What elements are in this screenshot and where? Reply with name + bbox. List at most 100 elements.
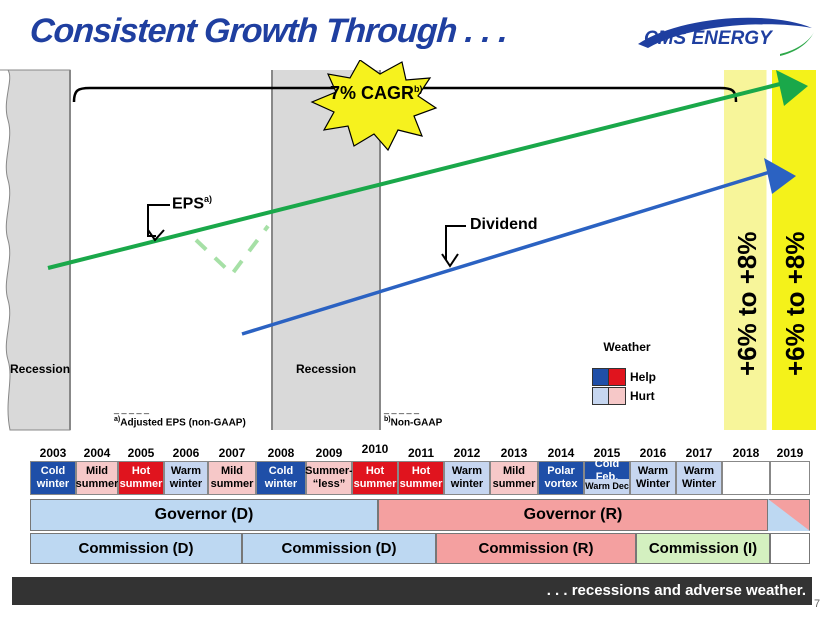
projection-label-2019: +6% to +8% bbox=[780, 231, 810, 376]
recession-band-left bbox=[0, 69, 71, 431]
eps-callout-tip bbox=[147, 229, 165, 242]
legend-help-red-swatch bbox=[608, 368, 626, 386]
year-label: 2012 bbox=[453, 446, 481, 460]
weather-cell-line1: Summer- bbox=[305, 465, 353, 477]
legend-hurt-red-swatch bbox=[608, 387, 626, 405]
weather-cell: Summer-“less” bbox=[305, 461, 353, 495]
cagr-label: 7% CAGRb) bbox=[330, 83, 423, 103]
cagr-starburst bbox=[310, 60, 438, 152]
cms-energy-logo: CMS ENERGY bbox=[630, 14, 816, 60]
year-label: 2013 bbox=[500, 446, 528, 460]
year-label: 2011 bbox=[407, 446, 435, 460]
weather-cell-line2: summer bbox=[492, 478, 536, 490]
dividend-arrow-icon bbox=[764, 158, 796, 194]
growth-diagram bbox=[0, 60, 816, 431]
eps-line bbox=[47, 82, 781, 270]
recession-label-2: Recession bbox=[296, 362, 357, 376]
footnote-b: b)Non-GAAP bbox=[384, 416, 443, 429]
weather-cell-line1: Hot bbox=[365, 465, 385, 477]
year-label: 2018 bbox=[732, 446, 760, 460]
projection-column-2019 bbox=[772, 70, 816, 430]
weather-cell-line1: Warm bbox=[451, 465, 483, 477]
governor-d-bar: Governor (D) bbox=[30, 499, 378, 531]
weather-cell-line1: Mild bbox=[503, 465, 525, 477]
weather-cell-line2: summer bbox=[399, 478, 443, 490]
weather-cell: Cold Feb.Warm Dec bbox=[584, 458, 630, 495]
legend-hurt-label: Hurt bbox=[630, 389, 655, 403]
page-number: 7 bbox=[814, 598, 821, 610]
weather-cell-line1: Warm bbox=[683, 465, 715, 477]
footnote-a: a)Adjusted EPS (non-GAAP) bbox=[114, 416, 246, 429]
weather-cell bbox=[770, 461, 810, 495]
commission-empty-cell bbox=[770, 533, 810, 564]
year-label: 2009 bbox=[315, 446, 343, 460]
year-label: 2010 bbox=[361, 442, 389, 456]
year-label: 2016 bbox=[639, 446, 667, 460]
year-label: 2006 bbox=[172, 446, 200, 460]
weather-cell-line2: summer bbox=[119, 478, 163, 490]
weather-cell-line1: Polar bbox=[547, 465, 575, 477]
eps-arrow-icon bbox=[776, 70, 808, 106]
year-label: 2017 bbox=[685, 446, 713, 460]
governor-transition-icon bbox=[768, 499, 810, 531]
weather-cell-line2: Warm Dec bbox=[585, 479, 629, 494]
weather-cell-line1: Hot bbox=[131, 465, 151, 477]
weather-cell-line2: winter bbox=[169, 478, 203, 490]
weather-cell-line1: Hot bbox=[411, 465, 431, 477]
commission-i-bar: Commission (I) bbox=[636, 533, 770, 564]
dividend-line bbox=[241, 170, 771, 336]
legend-help-label: Help bbox=[630, 370, 657, 384]
weather-cell-line1: Warm bbox=[637, 465, 669, 477]
eps-dip-dashed bbox=[194, 224, 270, 277]
year-label: 2008 bbox=[267, 446, 295, 460]
projection-column-2018 bbox=[724, 70, 768, 430]
footnote-b-dash: _ _ _ _ _ bbox=[384, 404, 420, 414]
weather-cell-line2: Winter bbox=[635, 478, 671, 490]
weather-cell-line2: summer bbox=[75, 478, 119, 490]
footer-banner: . . . recessions and adverse weather. bbox=[12, 577, 812, 605]
logo-text: CMS ENERGY bbox=[644, 28, 772, 49]
recession-label-1: Recession bbox=[10, 362, 71, 376]
dividend-callout-line bbox=[445, 225, 466, 260]
weather-cell-line2: “less” bbox=[312, 478, 346, 490]
year-label: 2005 bbox=[127, 446, 155, 460]
page-title: Consistent Growth Through . . . bbox=[28, 12, 509, 50]
weather-cell-line1: Warm bbox=[170, 465, 202, 477]
weather-legend: Weather Help Hurt bbox=[588, 340, 666, 405]
year-label: 2015 bbox=[593, 446, 621, 460]
weather-cell bbox=[722, 461, 770, 495]
weather-cell-line1: Cold bbox=[40, 465, 66, 477]
year-label: 2004 bbox=[83, 446, 111, 460]
commission-d-bar-2: Commission (D) bbox=[242, 533, 436, 564]
year-label: 2014 bbox=[547, 446, 575, 460]
weather-cell-line2: winter bbox=[264, 478, 298, 490]
logo-swoosh-icon bbox=[638, 17, 814, 56]
weather-cell-line2: summer bbox=[353, 478, 397, 490]
year-label: 2003 bbox=[39, 446, 67, 460]
dividend-callout-tip bbox=[441, 253, 459, 268]
dividend-label: Dividend bbox=[470, 216, 538, 233]
governor-r-bar: Governor (R) bbox=[378, 499, 768, 531]
year-label: 2019 bbox=[776, 446, 804, 460]
weather-cell-line1: Mild bbox=[86, 465, 108, 477]
eps-label: EPSa) bbox=[172, 194, 213, 213]
weather-cell-line2: winter bbox=[36, 478, 70, 490]
commission-d-bar-1: Commission (D) bbox=[30, 533, 242, 564]
weather-cell-line1: Cold bbox=[268, 465, 294, 477]
commission-r-bar: Commission (R) bbox=[436, 533, 636, 564]
weather-cell-line1: Mild bbox=[221, 465, 243, 477]
eps-callout-line bbox=[147, 204, 170, 237]
weather-cell-line1: Cold Feb. bbox=[585, 458, 629, 483]
projection-label-2018: +6% to +8% bbox=[732, 231, 762, 376]
